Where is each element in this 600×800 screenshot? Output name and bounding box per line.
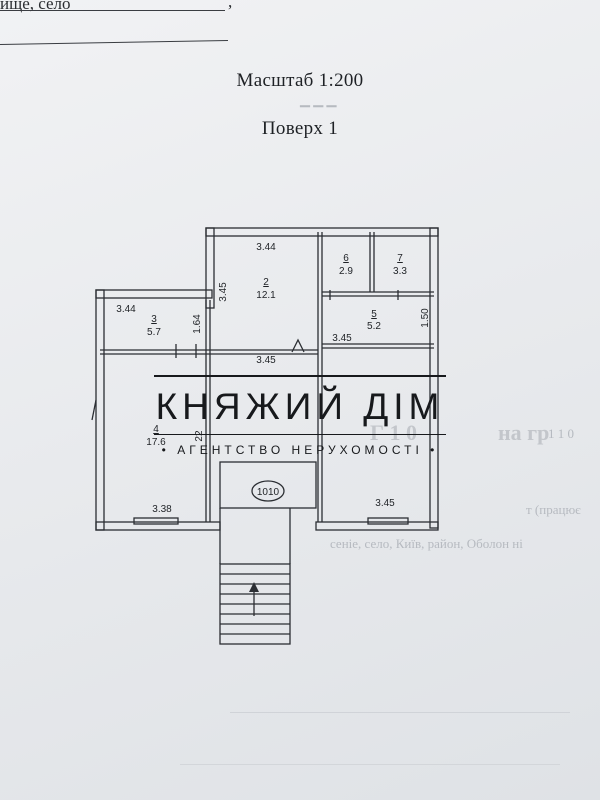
bleed-right-c: 1 1 0 <box>548 426 574 441</box>
dim-left-344: 3.44 <box>116 304 136 315</box>
room-2-area: 12.1 <box>256 290 276 301</box>
inner-walls <box>91 232 434 525</box>
window-right <box>367 517 409 525</box>
underline-top <box>0 10 225 11</box>
dim-22: 22 <box>194 430 205 442</box>
bleed-line-2 <box>180 764 560 765</box>
bleed-row2-left: т (працює <box>526 502 581 517</box>
agency-logo-tagline: • АГЕНТСТВО НЕРУХОМОСТІ • <box>161 443 439 457</box>
dim-top-344: 3.44 <box>256 242 276 253</box>
bleed-text-a: ▁ ▁ ▁ <box>300 92 337 107</box>
bleed-line-1 <box>230 712 570 713</box>
room-3-number: 3 <box>151 314 157 325</box>
bleed-row2-right: сеніе, село, Київ, район, Оболон ні <box>330 536 523 551</box>
scale-title: Масштаб 1:200 <box>236 70 364 91</box>
top-text-fragment: ище, село <box>0 0 71 13</box>
bleed-right-b: Г 1 0 <box>370 420 417 445</box>
room-6-number: 6 <box>343 253 349 264</box>
floor-title: Поверх 1 <box>261 118 339 139</box>
room-6-area: 2.9 <box>339 266 353 277</box>
room-4-area: 17.6 <box>146 437 166 448</box>
room-4-number: 4 <box>153 424 159 435</box>
outer-walls <box>95 227 439 531</box>
dim-150: 1.50 <box>420 308 431 328</box>
room-3-area: 5.7 <box>147 327 161 338</box>
dim-164: 1.64 <box>192 314 203 334</box>
room-7-number: 7 <box>397 253 403 264</box>
dim-mid-345: 3.45 <box>256 355 276 366</box>
bleed-right-a: на гр <box>498 420 550 445</box>
room-7-area: 3.3 <box>393 266 407 277</box>
dim-bottom-345: 3.45 <box>375 498 395 509</box>
window-left <box>133 517 179 525</box>
room-5-area: 5.2 <box>367 321 381 332</box>
entrance-stairs <box>219 508 291 645</box>
room-5-number: 5 <box>371 309 377 320</box>
dim-338: 3.38 <box>152 504 172 515</box>
room-2-number: 2 <box>263 277 269 288</box>
agency-logo-name: КНЯЖИЙ ДІМ <box>155 386 445 427</box>
dim-right-345: 3.45 <box>332 333 352 344</box>
stamp-number: 1010 <box>257 487 280 498</box>
logo-bottom-rule <box>154 434 446 435</box>
dim-vert-345: 3.45 <box>218 282 229 302</box>
logo-top-rule <box>154 375 446 377</box>
stamp-circle <box>251 480 285 502</box>
top-comma: , <box>228 0 233 11</box>
